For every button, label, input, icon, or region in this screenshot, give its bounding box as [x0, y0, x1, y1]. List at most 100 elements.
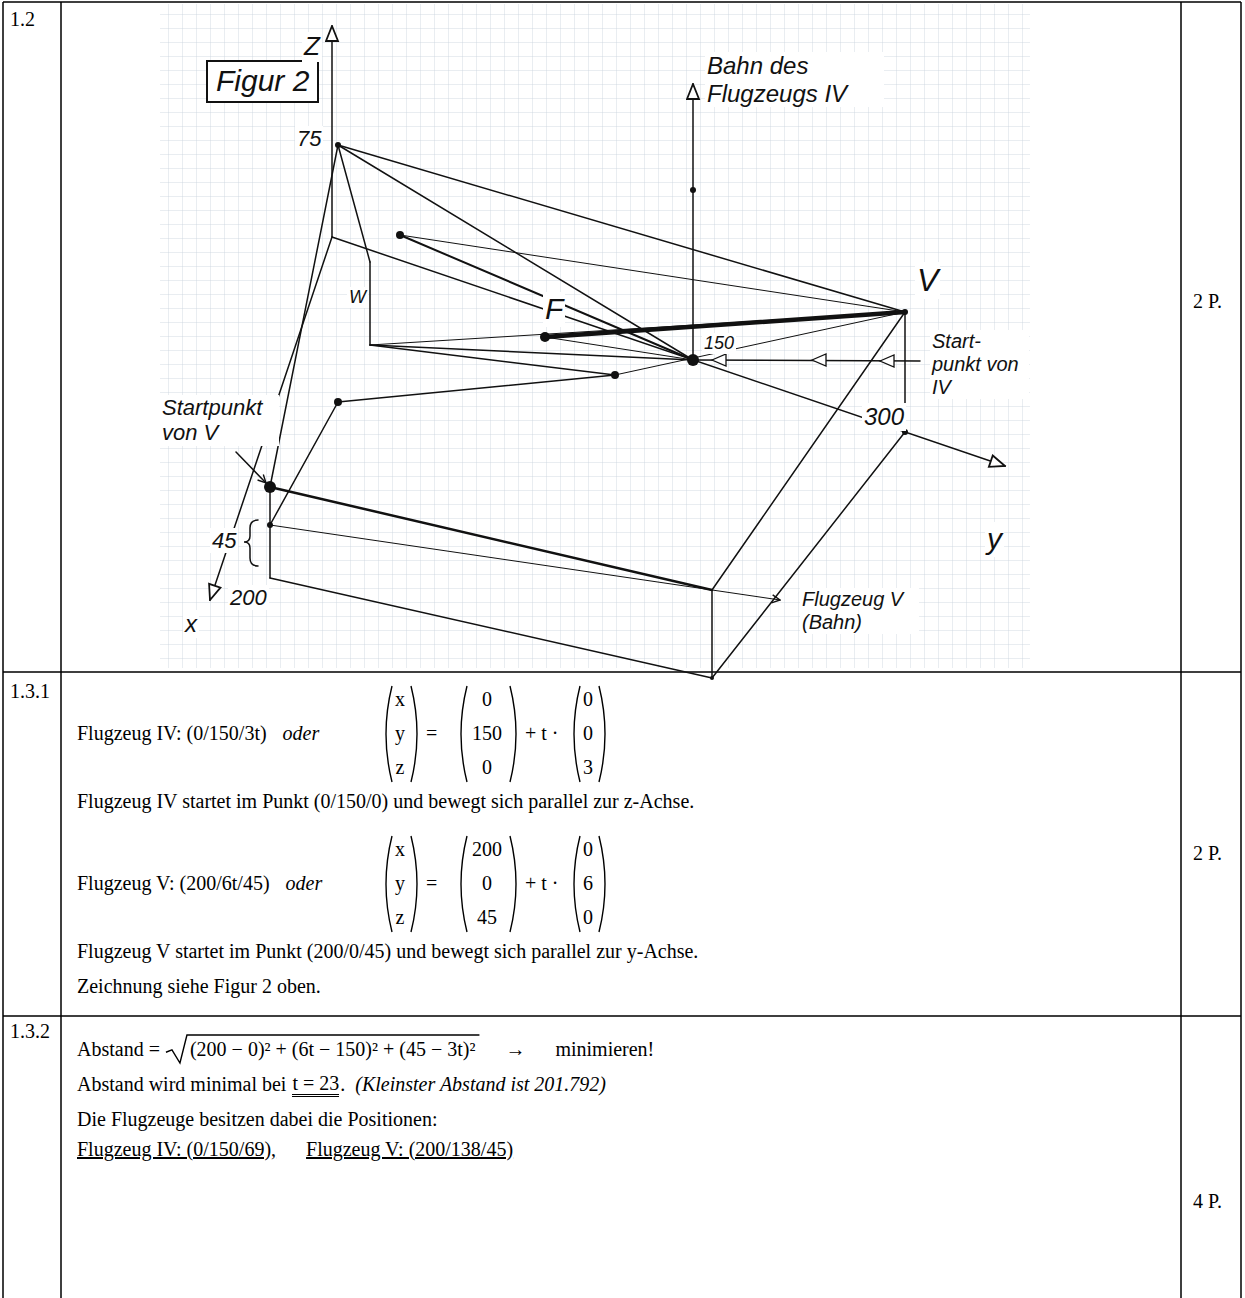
- vector-entry: x: [395, 688, 405, 711]
- sketch-points-part: [334, 398, 342, 406]
- sketch-lines-part: [338, 145, 370, 262]
- sketch-points-part: [396, 231, 404, 239]
- connector-word: oder: [286, 872, 323, 895]
- vector-entry: 0: [583, 906, 593, 929]
- path-label: Flugzeug V (Bahn): [800, 588, 919, 634]
- table-grid: [3, 2, 1241, 1298]
- vector-entry: x: [395, 838, 405, 861]
- point-label: F: [543, 292, 565, 327]
- vector-entry: 200: [472, 838, 502, 861]
- sketch-lines-part: [400, 235, 905, 312]
- sketch-lines-part: [711, 590, 713, 678]
- sketch-lines-part: [270, 487, 712, 590]
- note: (Kleinster Abstand ist 201.792): [355, 1073, 606, 1096]
- result: t = 23: [292, 1073, 339, 1097]
- sentence: Zeichnung siehe Figur 2 oben.: [77, 975, 321, 998]
- sentence: Abstand wird minimal bei: [77, 1073, 286, 1096]
- sketch-points-part: [540, 332, 550, 342]
- sketch-points-part: [710, 676, 714, 680]
- point-label: V: [915, 262, 940, 299]
- task-number: 1.3.2: [10, 1020, 50, 1043]
- sketch-points-part: [264, 481, 276, 493]
- vector-entry: 0: [482, 688, 492, 711]
- vector-brackets-part: [574, 836, 605, 932]
- vector-entry: 0: [482, 872, 492, 895]
- start-arrows: [712, 354, 894, 367]
- sketch-lines-part: [269, 487, 271, 578]
- operator: + t ·: [525, 722, 559, 745]
- points: 2 P.: [1193, 290, 1222, 313]
- start-label: Start- punkt von IV: [930, 330, 1029, 399]
- vector-brackets-part: [574, 686, 605, 782]
- radical-sign: [166, 1035, 479, 1063]
- sentence: Die Flugzeuge besitzen dabei die Positio…: [77, 1108, 437, 1131]
- sketch-lines-part: [369, 262, 371, 345]
- point-label: W: [347, 287, 368, 308]
- equation: Flugzeug V: (200/6t/45): [77, 872, 270, 895]
- start-arrows-part: [880, 355, 894, 367]
- axis-value: 300: [862, 403, 906, 431]
- table-grid-part: [3, 2, 1241, 1298]
- connector-word: oder: [283, 722, 320, 745]
- axis-label: Z: [302, 32, 322, 62]
- vector-entry: 0: [482, 756, 492, 779]
- vector-entry: 6: [583, 872, 593, 895]
- sketch-lines-part: [338, 145, 905, 312]
- sketch-lines-part: [370, 345, 615, 375]
- sketch-lines-part: [270, 145, 338, 487]
- sketch-lines-part: [270, 578, 712, 678]
- sketch-lines-part: [712, 432, 905, 678]
- vector-entry: 45: [477, 906, 497, 929]
- equation: Flugzeug IV: (0/150/3t): [77, 722, 267, 745]
- arrow-symbol: →: [505, 1038, 525, 1061]
- vector-entry: y: [395, 872, 405, 895]
- operator: + t ·: [525, 872, 559, 895]
- path-label: Bahn des Flugzeugs IV: [705, 52, 884, 107]
- axis-label: x: [183, 610, 199, 638]
- sketch-lines-part: [270, 402, 338, 525]
- sketch-lines-part: [332, 237, 1005, 466]
- radicand: (200 − 0)² + (6t − 150)² + (45 − 3t)²: [190, 1038, 475, 1061]
- dimension: 45: [210, 528, 238, 553]
- sketch-lines-part: [692, 84, 694, 360]
- sketch-lines-part: [545, 337, 693, 360]
- points: 4 P.: [1193, 1190, 1222, 1213]
- formula-text: Abstand =: [77, 1038, 160, 1061]
- instruction: minimieren!: [555, 1038, 654, 1061]
- graph-paper: [160, 4, 1030, 668]
- vector-entry: 3: [583, 756, 593, 779]
- sketch-lines-part: [400, 235, 693, 360]
- task-number: 1.2: [10, 8, 35, 31]
- axis-value: 75: [295, 126, 323, 151]
- sketch-lines-part: [236, 452, 266, 483]
- sketch-lines-part: [370, 312, 905, 345]
- points: 2 P.: [1193, 842, 1222, 865]
- sentence: Flugzeug V startet im Punkt (200/0/45) u…: [77, 940, 698, 963]
- axis-value: 150: [702, 333, 736, 354]
- task-number: 1.3.1: [10, 680, 50, 703]
- result: Flugzeug V: (200/138/45): [306, 1138, 513, 1161]
- axis-label: y: [985, 522, 1004, 557]
- axis-value: 200: [228, 585, 269, 610]
- punctuation: .: [340, 1073, 345, 1096]
- sketch-points-part: [902, 309, 908, 315]
- figure-title: Figur 2: [206, 60, 319, 103]
- vector-brackets-part: [461, 686, 516, 782]
- vector-entry: 0: [583, 838, 593, 861]
- vector-entry: 0: [583, 722, 593, 745]
- sketch-points-part: [687, 354, 699, 366]
- sketch-points-part: [335, 142, 341, 148]
- vector-entry: y: [395, 722, 405, 745]
- sketch-lines-part: [270, 525, 780, 600]
- vector-entry: 150: [472, 722, 502, 745]
- sketch-lines-part: [244, 520, 258, 566]
- sketch-lines-part: [338, 375, 615, 402]
- vector-brackets-part: [386, 686, 417, 782]
- equals-sign: =: [426, 872, 437, 895]
- vector-brackets-part: [461, 836, 516, 932]
- graph-paper-part: [160, 4, 1030, 668]
- vector-brackets-part: [386, 836, 417, 932]
